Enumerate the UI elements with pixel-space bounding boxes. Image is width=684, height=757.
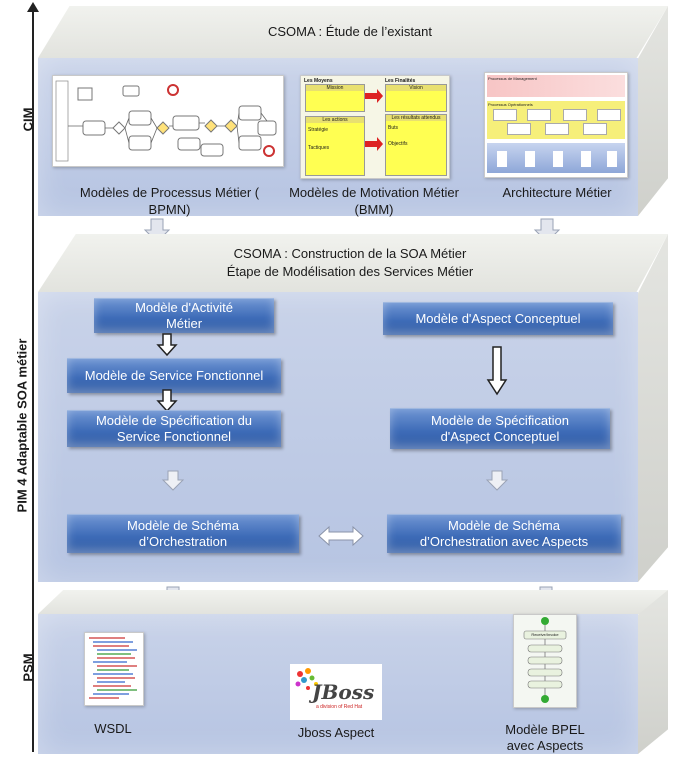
wsdl-code-thumbnail bbox=[84, 632, 144, 706]
activite-metier-box: Modèle d'Activité Métier bbox=[94, 298, 274, 333]
axis-arrow-icon bbox=[27, 2, 39, 12]
vertical-axis bbox=[32, 10, 34, 752]
bmm-actions-label: Les actions bbox=[306, 117, 364, 123]
bpmn-caption: Modèles de Processus Métier ( BPMN) bbox=[79, 185, 260, 217]
orchestration-aspects-box: Modèle de Schéma d’Orchestration avec As… bbox=[387, 514, 621, 553]
jboss-caption: Jboss Aspect bbox=[297, 725, 375, 740]
gray-down-arrow-left-icon bbox=[161, 470, 185, 491]
bmm-right-head: Les Finalités bbox=[385, 78, 416, 84]
bmm-results-label: Les résultats attendus bbox=[386, 115, 446, 121]
bmm-tactiques-label: Tactiques bbox=[308, 145, 330, 151]
bpmn-diagram-thumbnail bbox=[52, 75, 284, 167]
hollow-down-arrow-1-icon bbox=[156, 333, 178, 357]
pim-top-face bbox=[38, 234, 668, 292]
bmm-objectifs-label: Objectifs bbox=[388, 141, 408, 147]
bmm-red-arrows-icon bbox=[365, 89, 383, 151]
activite-metier-label: Modèle d'Activité Métier bbox=[135, 300, 233, 331]
bmm-results-box: Les résultats attendus Buts Objectifs bbox=[385, 114, 447, 176]
arch-support-band bbox=[487, 143, 625, 173]
cim-top-face bbox=[38, 6, 668, 58]
arch-management-label: Processus de Management bbox=[488, 76, 537, 81]
bpel-process-icon bbox=[523, 617, 567, 703]
pim-title-line2: Étape de Modélisation des Services Métie… bbox=[226, 264, 474, 279]
bmm-actions-box: Les actions Stratégie Tactiques bbox=[305, 116, 365, 176]
gray-down-arrow-right-icon bbox=[485, 470, 509, 491]
arch-operational-label: Processus Opérationnels bbox=[488, 102, 533, 107]
arch-operational-band: Processus Opérationnels bbox=[487, 101, 625, 139]
bmm-vision-label: Vision bbox=[386, 85, 446, 91]
aspect-conceptuel-box: Modèle d'Aspect Conceptuel bbox=[383, 302, 613, 335]
bmm-mission-label: Mission bbox=[306, 85, 364, 91]
psm-layer-label: PSM bbox=[20, 653, 36, 682]
bmm-caption: Modèles de Motivation Métier (BMM) bbox=[289, 185, 459, 217]
bpel-caption: Modèle BPEL avec Aspects bbox=[505, 722, 585, 753]
bmm-left-head: Les Moyens bbox=[304, 78, 333, 84]
cim-title: CSOMA : Étude de l’existant bbox=[267, 24, 433, 39]
pim-title-line1: CSOMA : Construction de la SOA Métier bbox=[233, 246, 467, 261]
bpmn-diagram-icon bbox=[55, 80, 277, 162]
jboss-brand: JBoss bbox=[312, 680, 375, 704]
jboss-logo-icon bbox=[295, 668, 318, 690]
architecture-thumbnail: Processus de Management Processus Opérat… bbox=[484, 72, 628, 178]
hollow-down-arrow-2-icon bbox=[156, 389, 178, 413]
aspect-conceptuel-label: Modèle d'Aspect Conceptuel bbox=[415, 311, 581, 326]
bmm-mission-box: Mission bbox=[305, 84, 365, 112]
bmm-diagram-thumbnail: Les Moyens Les Finalités Mission Les act… bbox=[300, 75, 450, 179]
bpel-thumb-label: Receive/Invoke bbox=[531, 632, 559, 637]
service-fonctionnel-label: Modèle de Service Fonctionnel bbox=[84, 368, 264, 383]
orchestration-left-box: Modèle de Schéma d’Orchestration bbox=[67, 514, 299, 553]
bmm-buts-label: Buts bbox=[388, 125, 399, 131]
specification-service-label: Modèle de Spécification du Service Fonct… bbox=[95, 413, 253, 444]
architecture-caption: Architecture Métier bbox=[502, 185, 612, 200]
psm-side-face bbox=[638, 590, 668, 754]
cim-layer-label: CIM bbox=[20, 107, 36, 132]
specification-service-box: Modèle de Spécification du Service Fonct… bbox=[67, 410, 281, 447]
bidirectional-arrow-icon bbox=[318, 525, 364, 547]
jboss-logo: JBoss a division of Red Hat bbox=[290, 664, 382, 720]
bmm-vision-box: Vision bbox=[385, 84, 447, 112]
pim-layer-label: PIM 4 Adaptable SOA métier bbox=[14, 338, 30, 513]
jboss-sub: a division of Red Hat bbox=[316, 704, 363, 710]
psm-top-face bbox=[38, 590, 668, 614]
wsdl-caption: WSDL bbox=[94, 721, 132, 736]
service-fonctionnel-box: Modèle de Service Fonctionnel bbox=[67, 358, 281, 393]
pim-side-face bbox=[638, 234, 668, 582]
bpel-thumbnail: Receive/Invoke bbox=[513, 614, 577, 708]
bmm-strategie-label: Stratégie bbox=[308, 127, 329, 133]
wsdl-code-icon bbox=[89, 637, 137, 699]
specification-aspect-label: Modèle de Spécification d'Aspect Concept… bbox=[430, 413, 570, 444]
specification-aspect-box: Modèle de Spécification d'Aspect Concept… bbox=[390, 408, 610, 449]
orchestration-aspects-label: Modèle de Schéma d’Orchestration avec As… bbox=[419, 518, 589, 549]
hollow-long-down-arrow-icon bbox=[486, 346, 508, 396]
arch-management-band: Processus de Management bbox=[487, 75, 625, 97]
orchestration-left-label: Modèle de Schéma d’Orchestration bbox=[126, 518, 239, 549]
